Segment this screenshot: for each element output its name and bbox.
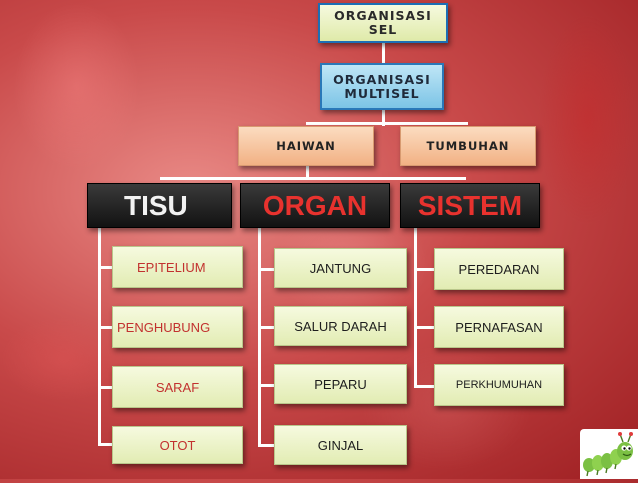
organ-item-label: JANTUNG bbox=[309, 260, 372, 276]
sistem-item-label: PERNAFASAN bbox=[455, 319, 543, 335]
connector-organ-branch bbox=[258, 384, 274, 387]
connector-sistem-branch bbox=[414, 326, 434, 329]
organisasi-multisel-label: ORGANISASI MULTISEL bbox=[333, 71, 431, 101]
organ-heading: ORGAN bbox=[262, 189, 368, 221]
sistem-item-box: PERNAFASAN bbox=[434, 306, 564, 348]
sistem-item-box: PEREDARAN bbox=[434, 248, 564, 290]
tisu-item-box: SARAF bbox=[112, 366, 243, 408]
tisu-heading: TISU bbox=[124, 189, 188, 221]
connector-haiwan-down bbox=[306, 166, 309, 180]
connector-organ-branch bbox=[258, 268, 274, 271]
organ-item-label: GINJAL bbox=[317, 437, 364, 453]
connector-sistem-branch bbox=[414, 268, 434, 271]
haiwan-label: HAIWAN bbox=[276, 139, 336, 153]
organisasi-multisel-box: ORGANISASI MULTISEL bbox=[320, 63, 444, 110]
sistem-item-label: PEREDARAN bbox=[458, 261, 540, 277]
caterpillar-logo bbox=[580, 429, 638, 479]
organ-item-box: GINJAL bbox=[274, 425, 407, 465]
connector-multisel-kingdoms bbox=[382, 110, 385, 126]
connector-organ-branch bbox=[258, 444, 274, 447]
connector-tisu-branch bbox=[98, 443, 112, 446]
connector-tisu-branch bbox=[98, 386, 112, 389]
connector-organ-branch bbox=[258, 326, 274, 329]
organ-item-label: SALUR DARAH bbox=[294, 318, 387, 334]
connector-categories-bar bbox=[160, 177, 466, 180]
tisu-item-box: PENGHUBUNG bbox=[112, 306, 243, 348]
caterpillar-icon bbox=[583, 432, 633, 477]
tisu-item-box: OTOT bbox=[112, 426, 243, 464]
tumbuhan-label: TUMBUHAN bbox=[426, 139, 510, 153]
connector-tisu-spine bbox=[98, 228, 101, 444]
connector-tisu-branch bbox=[98, 266, 112, 269]
organ-item-label: PEPARU bbox=[314, 376, 367, 392]
connector-tisu-branch bbox=[98, 326, 112, 329]
sistem-item-label: PERKHUMUHAN bbox=[455, 379, 543, 391]
tisu-item-label: PENGHUBUNG bbox=[117, 319, 211, 335]
tisu-item-label: OTOT bbox=[159, 437, 196, 453]
organisasi-sel-label: ORGANISASI SEL bbox=[334, 8, 432, 37]
haiwan-box: HAIWAN bbox=[238, 126, 374, 166]
organ-heading-box: ORGAN bbox=[240, 183, 390, 228]
sistem-item-box: PERKHUMUHAN bbox=[434, 364, 564, 406]
tisu-item-box: EPITELIUM bbox=[112, 246, 243, 288]
tisu-item-label: EPITELIUM bbox=[137, 259, 206, 275]
connector-organ-spine bbox=[258, 228, 261, 446]
connector-sistem-spine bbox=[414, 228, 417, 388]
sistem-heading: SISTEM bbox=[417, 189, 523, 221]
organ-item-box: SALUR DARAH bbox=[274, 306, 407, 346]
connector-kingdoms-bar bbox=[306, 122, 468, 125]
tumbuhan-box: TUMBUHAN bbox=[400, 126, 536, 166]
organisasi-sel-box: ORGANISASI SEL bbox=[318, 3, 448, 43]
connector-sistem-branch bbox=[414, 385, 434, 388]
sistem-heading-box: SISTEM bbox=[400, 183, 540, 228]
tisu-item-label: SARAF bbox=[155, 379, 200, 395]
organ-item-box: JANTUNG bbox=[274, 248, 407, 288]
tisu-heading-box: TISU bbox=[87, 183, 232, 228]
connector-sel-multisel bbox=[382, 43, 385, 63]
organ-item-box: PEPARU bbox=[274, 364, 407, 404]
